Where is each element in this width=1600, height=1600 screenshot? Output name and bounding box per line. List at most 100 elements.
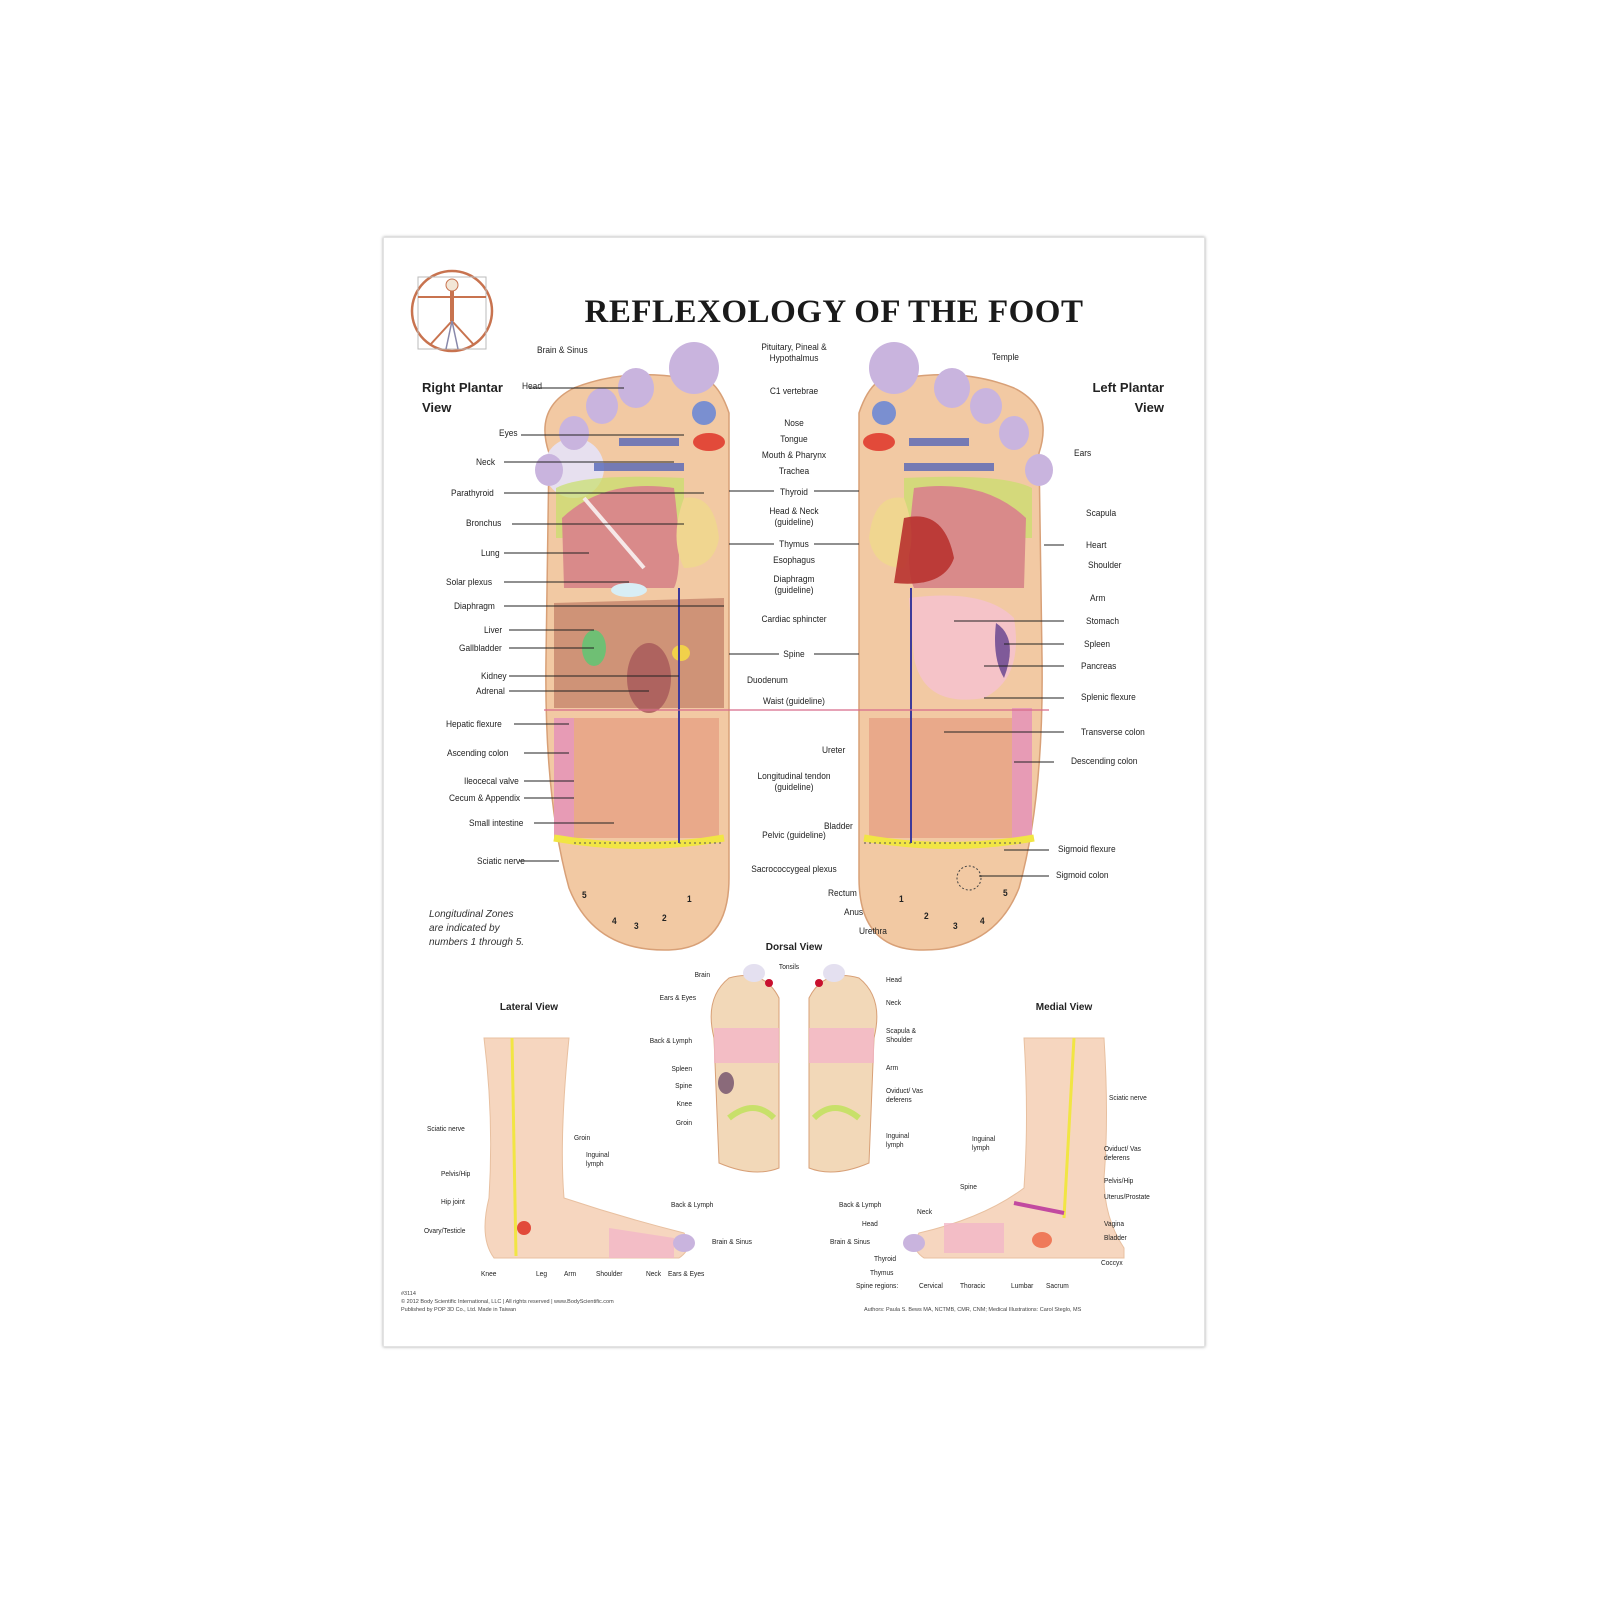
right-plantar-foot [535, 342, 854, 951]
dorsal-label-back-lymph: Back & Lymph [649, 1036, 692, 1045]
dorsal-label-brain: Brain [694, 970, 710, 979]
medial-label-coccyx: Coccyx [1101, 1258, 1123, 1267]
label-arm: Arm [1090, 593, 1106, 604]
lateral-view-label: Lateral View [499, 1002, 559, 1013]
lateral-label-leg: Leg [536, 1269, 548, 1278]
label-solar-plexus: Solar plexus [446, 577, 493, 588]
spine-regions-label: Spine regions: [856, 1281, 899, 1290]
label-head-neck-guideline: Head & Neck (guideline) [769, 506, 819, 528]
dorsal-label-arm: Arm [886, 1063, 899, 1072]
label-sacrococcygeal-plexus: Sacrococcygeal plexus [751, 864, 837, 875]
label-hepatic-flexure: Hepatic flexure [446, 719, 502, 730]
label-descending-colon: Descending colon [1071, 756, 1138, 767]
zone-number: 4 [980, 916, 985, 927]
label-tongue: Tongue [780, 434, 808, 445]
label-liver: Liver [484, 625, 503, 636]
zone-number: 2 [924, 911, 929, 922]
label-transverse-colon: Transverse colon [1081, 727, 1145, 738]
label-c1-vertebrae: C1 vertebrae [769, 386, 819, 397]
spine-region-sacrum: Sacrum [1046, 1281, 1069, 1290]
label-kidney: Kidney [481, 671, 507, 682]
label-splenic-flexure: Splenic flexure [1081, 692, 1136, 703]
illustration-layer [410, 269, 1125, 1259]
zone-number: 3 [634, 921, 639, 932]
label-pancreas: Pancreas [1081, 661, 1117, 672]
label-sigmoid-flexure: Sigmoid flexure [1058, 844, 1116, 855]
label-thyroid: Thyroid [780, 487, 808, 498]
zone-number: 1 [899, 894, 904, 905]
label-rectum: Rectum [828, 888, 857, 899]
medial-label-head: Head [862, 1219, 878, 1228]
label-shoulder: Shoulder [1088, 560, 1122, 571]
poster-code: #3114 [401, 1291, 416, 1297]
left-plantar-view-label: Left Plantar View [1092, 380, 1164, 415]
medial-label-thymus: Thymus [870, 1268, 894, 1277]
label-diaphragm: Diaphragm [454, 601, 495, 612]
label-eyes: Eyes [499, 428, 518, 439]
label-adrenal: Adrenal [476, 686, 505, 697]
medial-label-spine: Spine [960, 1182, 977, 1191]
spine-region-thoracic: Thoracic [960, 1281, 986, 1290]
zone-number: 5 [582, 890, 587, 901]
lateral-label-inguinal-lymph: Inguinal lymph [586, 1150, 610, 1168]
copyright-text: © 2012 Body Scientific International, LL… [401, 1299, 614, 1305]
lateral-label-hip-joint: Hip joint [441, 1197, 465, 1206]
spine-region-lumbar: Lumbar [1011, 1281, 1034, 1290]
lateral-label-arm: Arm [564, 1269, 577, 1278]
label-waist-guideline: Waist (guideline) [763, 696, 825, 707]
medial-label-sciatic-nerve: Sciatic nerve [1109, 1093, 1147, 1102]
medial-label-back-lymph: Back & Lymph [839, 1200, 882, 1209]
label-urethra: Urethra [859, 926, 887, 937]
page-title: REFLEXOLOGY OF THE FOOT [584, 294, 1084, 330]
label-scapula: Scapula [1086, 508, 1117, 519]
lateral-label-back-lymph: Back & Lymph [671, 1200, 714, 1209]
left-plantar-foot [854, 342, 1053, 951]
lateral-label-shoulder: Shoulder [596, 1269, 623, 1278]
label-heart: Heart [1086, 540, 1107, 551]
label-nose: Nose [784, 418, 804, 429]
dorsal-label-head: Head [886, 975, 902, 984]
label-sigmoid-colon: Sigmoid colon [1056, 870, 1109, 881]
medial-label-thyroid: Thyroid [874, 1254, 897, 1263]
label-brain-sinus: Brain & Sinus [537, 345, 588, 356]
medial-view-label: Medial View [1035, 1002, 1093, 1013]
label-ileocecal-valve: Ileocecal valve [464, 776, 519, 787]
lateral-label-ovary-testicle: Ovary/Testicle [424, 1226, 466, 1235]
zones-note: Longitudinal Zones are indicated by numb… [429, 909, 525, 948]
zone-number: 2 [662, 913, 667, 924]
label-pelvic-guideline: Pelvic (guideline) [762, 830, 826, 841]
label-thymus: Thymus [779, 539, 809, 550]
label-trachea: Trachea [778, 466, 810, 477]
publisher-text: Published by POP 3D Co., Ltd. Made in Ta… [401, 1307, 517, 1313]
label-spine: Spine [783, 649, 805, 660]
label-duodenum: Duodenum [747, 675, 788, 686]
lateral-label-ears-eyes: Ears & Eyes [668, 1269, 705, 1278]
dorsal-label-inguinal-lymph: Inguinal lymph [886, 1131, 910, 1149]
label-diaphragm-guideline: Diaphragm (guideline) [773, 574, 815, 596]
zone-number: 5 [1003, 888, 1008, 899]
dorsal-label-groin: Groin [675, 1118, 692, 1127]
label-sciatic-nerve: Sciatic nerve [477, 856, 525, 867]
medial-label-bladder: Bladder [1104, 1233, 1127, 1242]
label-lung: Lung [481, 548, 500, 559]
label-mouth-pharynx: Mouth & Pharynx [761, 450, 827, 461]
label-pituitary: Pituitary, Pineal & Hypothalmus [761, 342, 827, 364]
dorsal-label-tonsils: Tonsils [778, 962, 800, 971]
medial-label-neck: Neck [917, 1207, 933, 1216]
vitruvian-man-logo [410, 269, 494, 353]
dorsal-label-knee: Knee [676, 1099, 692, 1108]
lateral-foot [483, 1037, 695, 1259]
dorsal-label-neck: Neck [886, 998, 902, 1007]
label-gallbladder: Gallbladder [459, 643, 502, 654]
lateral-label-pelvis-hip: Pelvis/Hip [441, 1169, 471, 1178]
label-cecum-appendix: Cecum & Appendix [449, 793, 521, 804]
leader-lines [504, 387, 1064, 877]
right-plantar-view-label: Right Plantar View [422, 380, 503, 415]
medial-foot [903, 1037, 1125, 1259]
zone-number: 4 [612, 916, 617, 927]
medial-label-brain-sinus: Brain & Sinus [830, 1237, 870, 1246]
medial-label-pelvis-hip: Pelvis/Hip [1104, 1176, 1134, 1185]
label-stomach: Stomach [1086, 616, 1119, 627]
label-ureter: Ureter [822, 745, 846, 756]
medial-label-uterus-prostate: Uterus/Prostate [1104, 1192, 1150, 1201]
